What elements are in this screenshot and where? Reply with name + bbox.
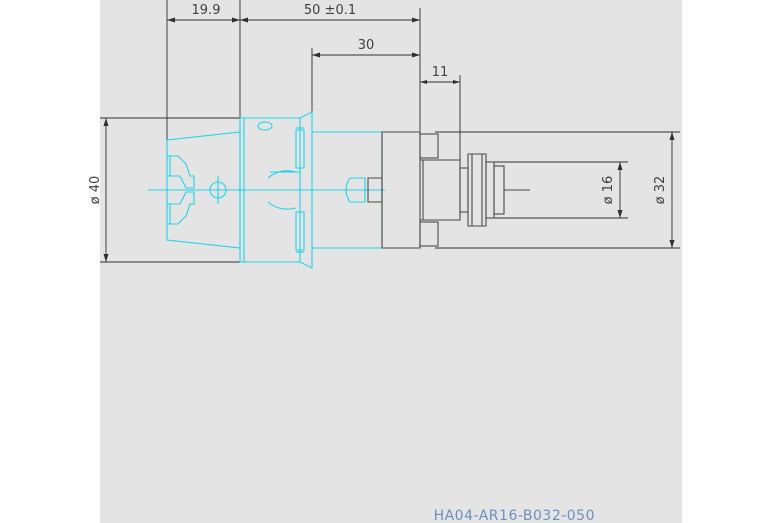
dimension-bore-diameter: ø 16 — [492, 161, 628, 219]
holder-flange — [239, 111, 313, 269]
dimension-nose-length: 11 — [420, 65, 461, 160]
dimension-label-shank-diameter: ø 40 — [88, 176, 103, 205]
dimension-label-outer-diameter: ø 32 — [653, 176, 668, 205]
clamping-nut — [459, 153, 530, 227]
dimension-label-flange-length: 19.9 — [192, 3, 221, 18]
dimension-label-bore-diameter: ø 16 — [601, 176, 616, 205]
drawing-area — [100, 0, 682, 523]
dimension-outer-diameter: ø 32 — [435, 131, 680, 249]
dimension-label-body-length: 30 — [358, 38, 375, 53]
dimension-label-overall-length: 50 ±0.1 — [304, 3, 356, 18]
dimension-overall-length: 50 ±0.1 — [240, 3, 421, 135]
part-number: HA04-AR16-B032-050 — [434, 508, 595, 523]
dimension-body-length: 30 — [311, 38, 420, 112]
dimension-label-nose-length: 11 — [432, 65, 449, 80]
dimension-shank-diameter: ø 40 — [88, 117, 240, 263]
